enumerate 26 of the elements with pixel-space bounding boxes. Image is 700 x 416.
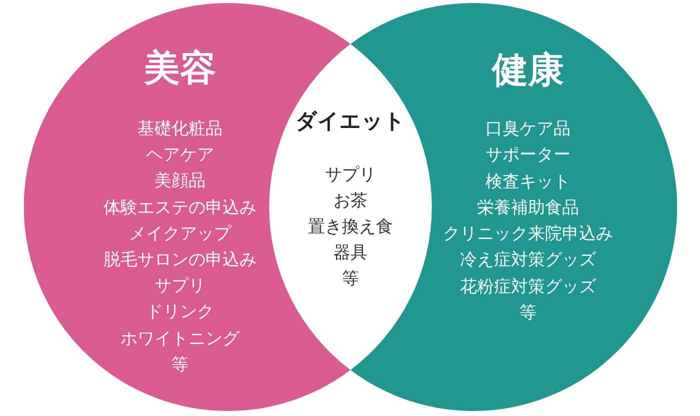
item-text: お茶 <box>334 190 368 212</box>
item-text: ドリンク <box>146 301 214 324</box>
item-text: ヘアケア <box>146 144 214 166</box>
item-text: 花粉症対策グッズ <box>460 276 596 298</box>
item-text: 体験エステの申込み <box>104 196 256 219</box>
item-text: 基礎化粧品 <box>138 118 222 140</box>
category-title: 健康 <box>492 48 564 92</box>
item-text: 栄養補助食品 <box>477 196 579 219</box>
item-text: サプリ <box>154 275 206 298</box>
item-text: サプリ <box>325 164 376 186</box>
category-title: ダイエット <box>296 109 406 135</box>
item-text: 置き換え食 <box>308 216 393 238</box>
item-text: 等 <box>172 354 188 376</box>
item-text: 等 <box>342 268 359 290</box>
item-text: サポーター <box>486 144 570 166</box>
item-text: 検査キット <box>486 170 570 193</box>
category-title: 美容 <box>144 46 216 90</box>
item-text: メイクアップ <box>129 222 231 245</box>
item-text: 器具 <box>334 242 368 264</box>
item-text: 脱毛サロンの申込み <box>104 249 256 272</box>
item-text: 冷え症対策グッズ <box>460 249 596 272</box>
item-text: ホワイトニング <box>120 328 240 350</box>
item-text: 等 <box>520 302 536 324</box>
item-text: 口臭ケア品 <box>486 118 570 140</box>
item-text: クリニック来院申込み <box>443 223 613 246</box>
item-text: 美顔品 <box>154 170 206 192</box>
